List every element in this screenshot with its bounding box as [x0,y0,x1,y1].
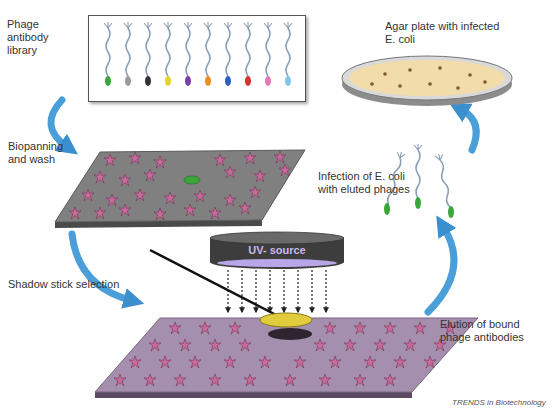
uv-lamp [210,232,344,269]
agar-plate-node: Agar plate with infected E. coli [342,56,512,106]
source-credit: TRENDS in Biotechnology [452,398,556,408]
node-text: Phage antibody library [7,18,79,57]
step-label: Elution of bound phage antibodies [440,318,552,344]
shadow-stick [150,250,312,327]
uv-rays [228,270,326,312]
node-text: Agar plate with infected E. coli [385,20,503,46]
step-label: Shadow stick selection [8,278,120,291]
node-text: UV- source [210,244,344,257]
uv-source: UV- source [210,240,344,262]
agar-plate [342,56,512,106]
step-label: Infection of E. coli with eluted phages [318,170,418,196]
library-phages [104,22,292,86]
library-box: Phage antibody library [88,15,306,102]
step-label: Biopanning and wash [8,140,80,166]
biopanning-slide [55,150,305,228]
selection-slide [95,318,478,398]
